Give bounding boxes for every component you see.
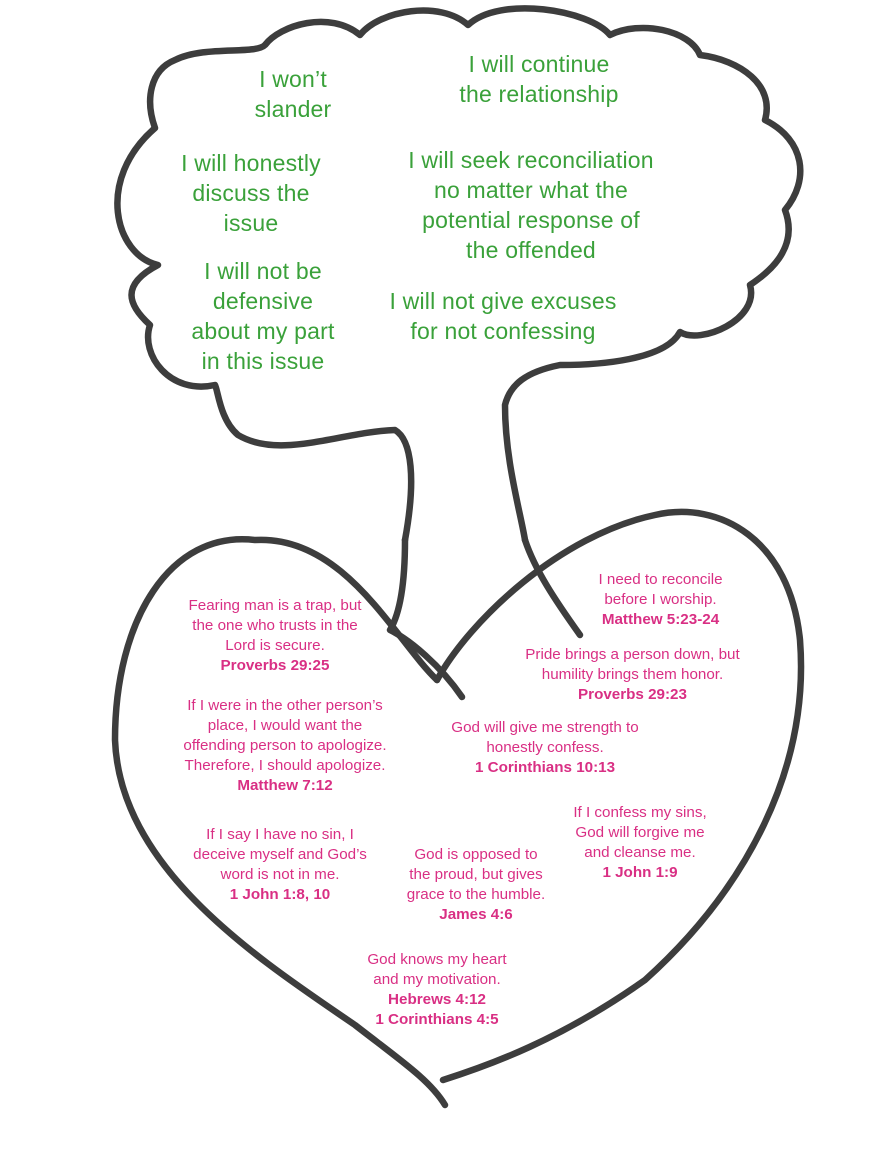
scripture-reference: 1 Corinthians 4:5 [375, 1011, 499, 1028]
scripture-reference: Proverbs 29:25 [220, 657, 330, 674]
scripture-reference: Matthew 7:12 [237, 777, 333, 794]
scripture-reference: 1 John 1:8, 10 [229, 886, 331, 903]
heart-outline-right [433, 508, 805, 1084]
left-root [386, 536, 466, 701]
heart-outline [111, 536, 449, 1109]
right-root [521, 536, 584, 639]
scripture-reference: Hebrews 4:12 [388, 991, 486, 1008]
cloud-outline [114, 5, 804, 544]
scripture-reference: 1 John 1:9 [602, 864, 678, 881]
scripture-reference: Matthew 5:23-24 [601, 611, 720, 628]
scripture-reference: James 4:6 [439, 906, 513, 923]
scripture-reference: 1 Corinthians 10:13 [474, 759, 616, 776]
truth-confess-sins: If I confess my sins,God will forgive me… [550, 803, 730, 883]
scripture-reference: Proverbs 29:23 [578, 686, 687, 703]
